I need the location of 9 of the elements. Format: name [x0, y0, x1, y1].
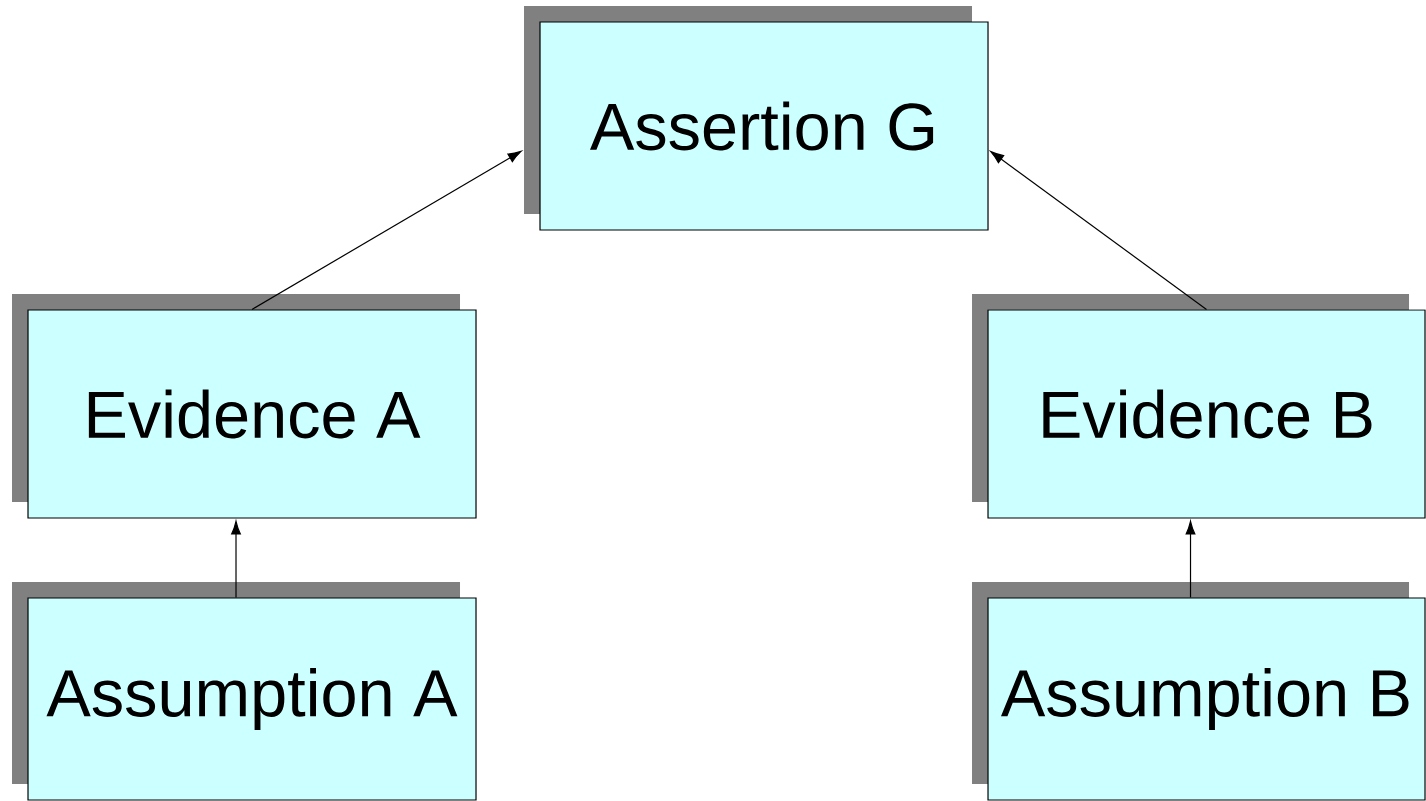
- arrow: [1185, 520, 1196, 598]
- arrow: [990, 151, 1208, 310]
- arrow: [251, 150, 522, 310]
- process-box: Evidence A: [12, 294, 477, 519]
- process-box: Evidence B: [972, 294, 1426, 519]
- process-box: Assertion G: [524, 6, 989, 231]
- arrow: [231, 520, 241, 598]
- process-box: Assumption A: [12, 582, 477, 801]
- process-box: Assumption B: [972, 582, 1426, 801]
